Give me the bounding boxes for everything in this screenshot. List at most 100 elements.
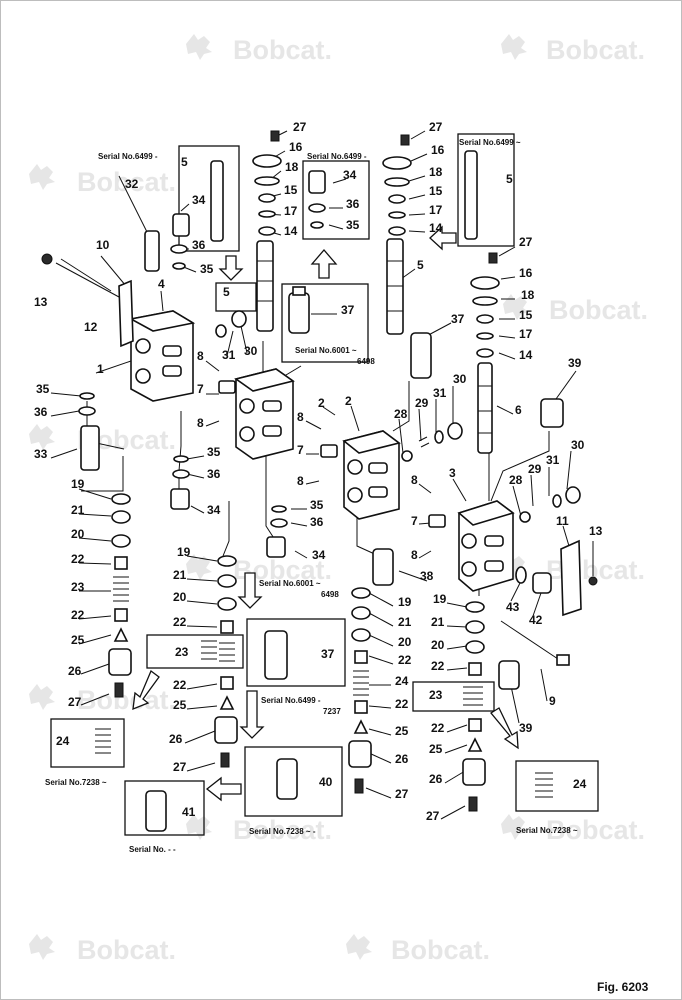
- part-number-label: 36: [310, 515, 324, 529]
- part-number-label: 16: [431, 143, 445, 157]
- part-number-label: 35: [200, 262, 214, 276]
- watermark: Bobcat.: [77, 685, 176, 715]
- part-number-label: 22: [71, 608, 85, 622]
- bobcat-logo-icon: [501, 34, 527, 60]
- part-number-label: 9: [549, 694, 556, 708]
- part-number-label: 33: [34, 447, 48, 461]
- part-number-label: 2: [318, 396, 325, 410]
- part-number-label: 27: [519, 235, 533, 249]
- tie-bolt-9: [500, 620, 570, 666]
- part-number-label: 19: [71, 477, 85, 491]
- plug-34-b: [308, 170, 326, 194]
- part-number-label: 34: [343, 168, 357, 182]
- plug-34-d: [266, 536, 286, 558]
- relief-valve-38: [372, 548, 394, 586]
- part-number-label: 14: [284, 224, 298, 238]
- relief-valve-37: [288, 286, 310, 334]
- serial-number-note: Serial No.6499 ~: [459, 138, 521, 147]
- watermark: Bobcat.: [391, 935, 490, 965]
- tie-bolt-12: [41, 253, 120, 298]
- plug-39-top: [540, 398, 564, 428]
- part-number-label: 19: [398, 595, 412, 609]
- detent-stack-mid-left: [214, 555, 238, 768]
- serial-number-note: Serial No.7238 ~ -: [249, 827, 316, 836]
- part-number-label: 37: [321, 647, 335, 661]
- part-number-label: 25: [429, 742, 443, 756]
- serial-number-note: Serial No.6499 -: [98, 152, 158, 161]
- part-number-label: 37: [451, 312, 465, 326]
- part-number-labels: 2716181517142716181517145323436351013124…: [34, 120, 603, 823]
- part-number-label: 34: [207, 503, 221, 517]
- part-number-label: 19: [177, 545, 191, 559]
- plug-34-a: [172, 213, 190, 237]
- serial-number-note: Serial No.6001 ~: [295, 346, 357, 355]
- part-number-label: 16: [519, 266, 533, 280]
- relief-valve-40: [276, 758, 298, 800]
- serial-number-note: Serial No. - -: [129, 845, 176, 854]
- part-number-label: 5: [181, 155, 188, 169]
- part-number-label: 20: [431, 638, 445, 652]
- detent-stack-left: [108, 493, 132, 698]
- part-number-label: 7: [197, 382, 204, 396]
- part-number-label: 25: [71, 633, 85, 647]
- part-number-label: 26: [169, 732, 183, 746]
- part-number-label: 18: [521, 288, 535, 302]
- inset-box-23b: [412, 681, 495, 712]
- part-number-label: 31: [222, 348, 236, 362]
- watermark: Bobcat.: [549, 295, 648, 325]
- part-number-label: 21: [71, 503, 85, 517]
- arrow-up-icon: [310, 249, 338, 279]
- part-number-label: 13: [34, 295, 48, 309]
- part-number-label: 30: [453, 372, 467, 386]
- part-number-label: 35: [346, 218, 360, 232]
- part-number-label: 27: [293, 120, 307, 134]
- part-number-label: 36: [34, 405, 48, 419]
- inset-boxes: [50, 133, 599, 836]
- part-number-label: 27: [429, 120, 443, 134]
- part-number-label: 40: [319, 775, 333, 789]
- part-number-label: 23: [429, 688, 443, 702]
- part-number-label: 12: [84, 320, 98, 334]
- part-number-label: 17: [519, 327, 533, 341]
- part-number-label: 8: [297, 410, 304, 424]
- spring-inset-23b: [463, 686, 479, 706]
- part-number-label: 36: [346, 197, 360, 211]
- detent-stack-mid: [348, 587, 372, 794]
- part-number-label: 32: [125, 177, 139, 191]
- spring-inset-23a: [201, 640, 217, 660]
- bobcat-logo-icon: [29, 684, 55, 710]
- part-number-label: 23: [71, 580, 85, 594]
- part-number-label: 37: [341, 303, 355, 317]
- part-number-label: 34: [192, 193, 206, 207]
- plug-42: [532, 572, 552, 594]
- bobcat-logo-icon: [29, 934, 55, 960]
- serial-number-note: 6498: [321, 590, 339, 599]
- watermark: Bobcat.: [546, 815, 645, 845]
- serial-number-note: Serial No.6001 ~: [259, 579, 321, 588]
- part-number-label: 36: [207, 467, 221, 481]
- part-number-label: 5: [223, 285, 230, 299]
- part-number-label: 20: [173, 590, 187, 604]
- cap-stack-mid: [382, 134, 412, 236]
- inset-box-24a: [50, 718, 125, 768]
- spring-inset-24a: [95, 728, 111, 754]
- serial-number-note: Serial No.6499 -: [307, 152, 367, 161]
- part-number-label: 1: [97, 362, 104, 376]
- arrow-left-icon: [205, 776, 242, 802]
- spool-5-left: [256, 240, 274, 332]
- part-number-label: 36: [192, 238, 206, 252]
- part-number-label: 35: [36, 382, 50, 396]
- part-number-label: 24: [395, 674, 409, 688]
- watermark: Bobcat.: [77, 935, 176, 965]
- arrow-down-icon: [239, 690, 265, 739]
- bracket-10: [118, 279, 134, 348]
- plug-32: [144, 230, 160, 272]
- spool-inset-right: [464, 150, 478, 240]
- o-rings: [78, 203, 581, 584]
- part-number-label: 39: [519, 721, 533, 735]
- part-number-label: 30: [571, 438, 585, 452]
- part-number-label: 18: [285, 160, 299, 174]
- bobcat-logo-icon: [346, 934, 372, 960]
- spring-inset-24b: [535, 772, 553, 798]
